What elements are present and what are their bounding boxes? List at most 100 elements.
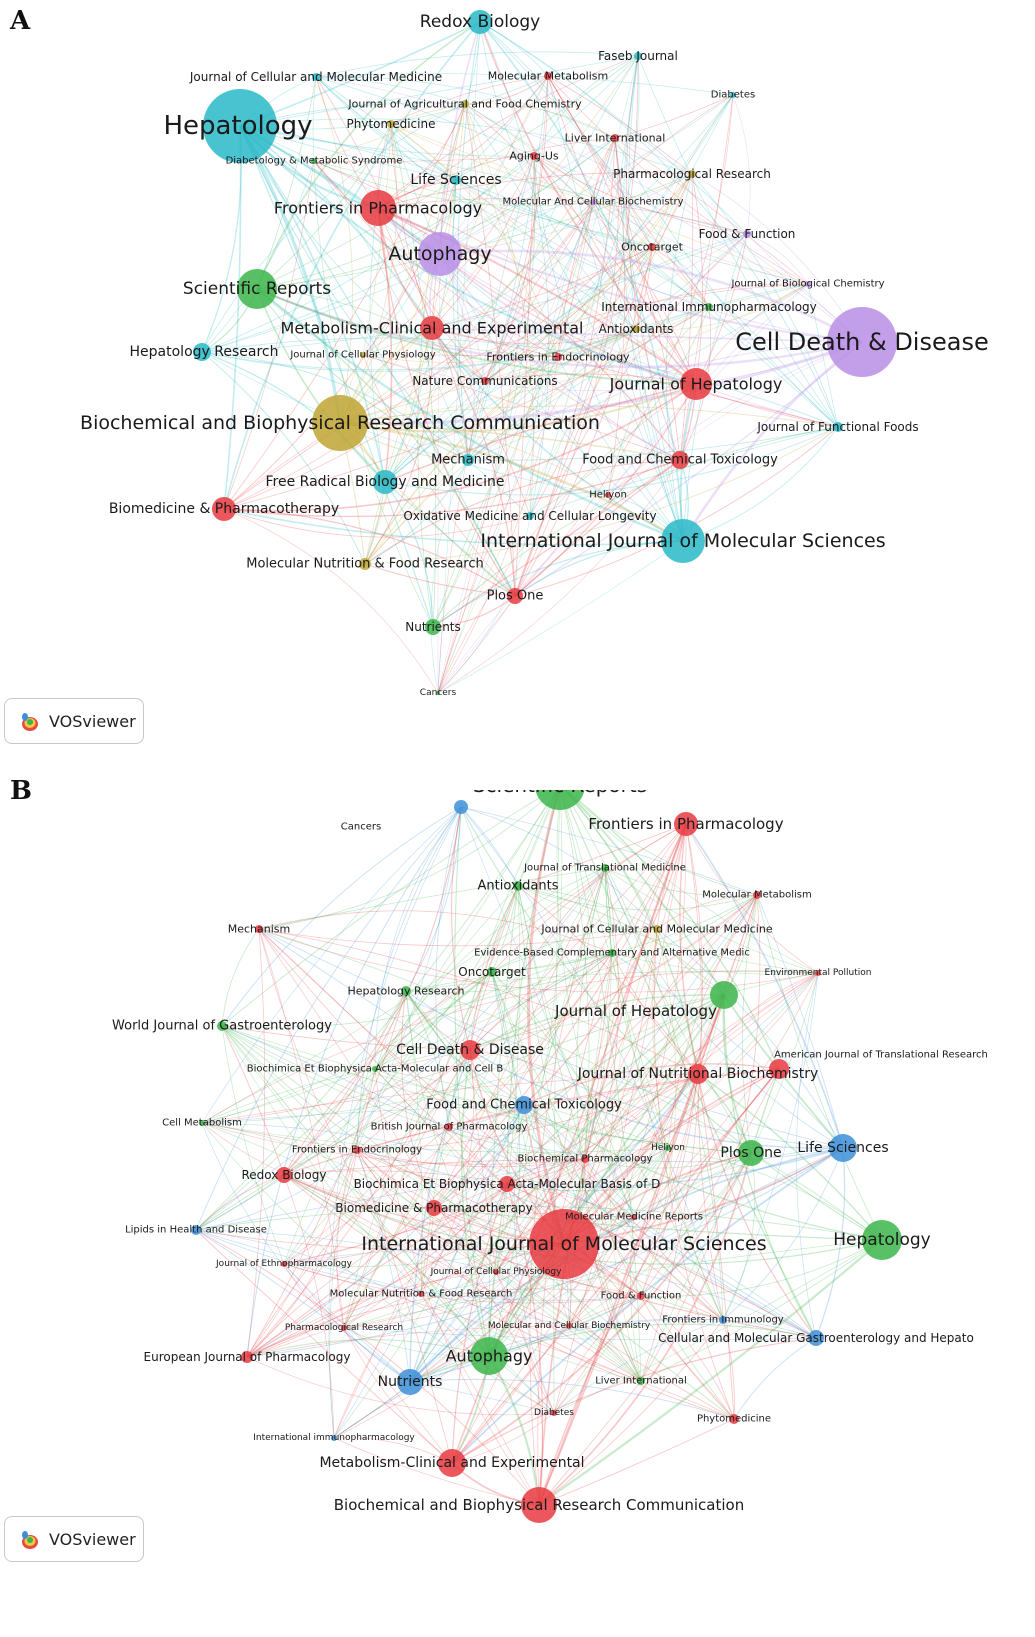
node-journal-of-hepatology[interactable] bbox=[680, 368, 712, 400]
node-life-sciences[interactable] bbox=[451, 175, 461, 185]
node-antioxidants[interactable] bbox=[632, 325, 640, 333]
node-cell-metabolism[interactable] bbox=[199, 1120, 205, 1126]
node-biochimica-et-biophysica-acta-molecular-and-cell-b[interactable] bbox=[372, 1066, 378, 1072]
node-diabetes[interactable] bbox=[551, 1410, 557, 1416]
node-pharmacological-research[interactable] bbox=[341, 1325, 347, 1331]
node-nutrients[interactable] bbox=[425, 619, 441, 635]
node-molecular-medicine-reports[interactable] bbox=[631, 1214, 637, 1220]
node-british-journal-of-pharmacology[interactable] bbox=[445, 1123, 453, 1131]
node-journal-of-nutritional-biochemistry[interactable] bbox=[688, 1064, 708, 1084]
link-line bbox=[246, 823, 687, 1358]
node-american-journal-of-translational-research[interactable] bbox=[769, 1059, 789, 1079]
node-autophagy[interactable] bbox=[470, 1337, 508, 1375]
node-frontiers-in-immunology[interactable] bbox=[719, 1316, 727, 1324]
node-biomedicine-pharmacotherapy[interactable] bbox=[212, 497, 236, 521]
node-molecular-and-cellular-biochemistry[interactable] bbox=[566, 1323, 572, 1329]
node-journal-of-biological-chemistry[interactable] bbox=[805, 281, 811, 287]
node-food-and-chemical-toxicology[interactable] bbox=[671, 451, 689, 469]
node-oxidative-medicine-and-cellular-longevity[interactable] bbox=[526, 512, 534, 520]
node-diabetes[interactable] bbox=[730, 92, 736, 98]
node-journal-of-agricultural-and-food-chemistry[interactable] bbox=[461, 100, 469, 108]
node-cell-death-disease[interactable] bbox=[460, 1040, 480, 1060]
node-biomedicine-pharmacotherapy[interactable] bbox=[426, 1200, 442, 1216]
node-pharmacological-research[interactable] bbox=[688, 170, 696, 178]
node-biochemical-pharmacology[interactable] bbox=[581, 1155, 589, 1163]
node-journal-of-cellular-physiology[interactable] bbox=[360, 352, 366, 358]
node-journal-of-ethnopharmacology[interactable] bbox=[281, 1261, 287, 1267]
node-food-and-chemical-toxicology[interactable] bbox=[515, 1096, 533, 1114]
node-molecular-metabolism[interactable] bbox=[544, 72, 552, 80]
node-journal-of-cellular-and-molecular-medicine[interactable] bbox=[653, 925, 661, 933]
node-plos-one[interactable] bbox=[738, 1140, 764, 1166]
node-cellular-and-molecular-gastroenterology-and-hepato[interactable] bbox=[808, 1330, 824, 1346]
node-diabetology-metabolic-syndrome[interactable] bbox=[311, 158, 317, 164]
node-journal-of-functional-foods[interactable] bbox=[833, 422, 843, 432]
node-environmental-pollution[interactable] bbox=[815, 970, 821, 976]
node-mechanism[interactable] bbox=[255, 925, 263, 933]
node-life-sciences[interactable] bbox=[829, 1134, 857, 1162]
node-journal-of-hepatology[interactable] bbox=[710, 981, 738, 1009]
node-hepatology[interactable] bbox=[203, 89, 277, 163]
node-oncotarget[interactable] bbox=[487, 967, 497, 977]
link-line bbox=[195, 1229, 497, 1273]
node-international-immunopharmacology[interactable] bbox=[331, 1435, 337, 1441]
node-molecular-nutrition-food-research[interactable] bbox=[418, 1291, 424, 1297]
node-plos-one[interactable] bbox=[507, 588, 523, 604]
node-biochimica-et-biophysica-acta-molecular-basis-of-d[interactable] bbox=[499, 1176, 515, 1192]
node-international-journal-of-molecular-sciences[interactable] bbox=[529, 1209, 599, 1279]
node-lipids-in-health-and-disease[interactable] bbox=[191, 1225, 201, 1235]
link-line bbox=[405, 990, 844, 1149]
node-redox-biology[interactable] bbox=[276, 1167, 292, 1183]
node-international-journal-of-molecular-sciences[interactable] bbox=[661, 519, 705, 563]
node-scientific-reports[interactable] bbox=[535, 790, 585, 810]
node-redox-biology[interactable] bbox=[468, 10, 492, 34]
node-journal-of-translational-medicine[interactable] bbox=[601, 864, 609, 872]
node-metabolism-clinical-and-experimental[interactable] bbox=[420, 316, 444, 340]
node-molecular-and-cellular-biochemistry[interactable] bbox=[590, 199, 596, 205]
node-heliyon[interactable] bbox=[605, 492, 611, 498]
node-hepatology[interactable] bbox=[862, 1220, 902, 1260]
node-hepatology-research[interactable] bbox=[193, 343, 211, 361]
link-line bbox=[609, 928, 658, 1382]
node-journal-of-cellular-and-molecular-medicine[interactable] bbox=[312, 73, 320, 81]
node-scientific-reports[interactable] bbox=[237, 269, 277, 309]
node-oncotarget[interactable] bbox=[648, 243, 656, 251]
node-free-radical-biology-and-medicine[interactable] bbox=[373, 470, 397, 494]
node-aging-us[interactable] bbox=[530, 152, 538, 160]
node-liver-international[interactable] bbox=[611, 134, 619, 142]
node-cancers[interactable] bbox=[454, 800, 468, 814]
node-antioxidants[interactable] bbox=[513, 881, 523, 891]
node-cancers[interactable] bbox=[436, 691, 440, 695]
node-autophagy[interactable] bbox=[418, 232, 462, 276]
node-heliyon[interactable] bbox=[665, 1145, 671, 1151]
node-faseb-journal[interactable] bbox=[634, 52, 642, 60]
node-frontiers-in-pharmacology[interactable] bbox=[360, 190, 396, 226]
node-biochemical-and-biophysical-research-communication[interactable] bbox=[312, 395, 368, 451]
node-nutrients[interactable] bbox=[397, 1369, 423, 1395]
vosviewer-badge-a[interactable]: VOSviewer bbox=[4, 698, 144, 744]
node-biochemical-and-biophysical-research-communication[interactable] bbox=[521, 1487, 557, 1523]
node-hepatology-research[interactable] bbox=[401, 986, 411, 996]
node-world-journal-of-gastroenterology[interactable] bbox=[217, 1021, 227, 1031]
node-food-function[interactable] bbox=[637, 1292, 645, 1300]
node-european-journal-of-pharmacology[interactable] bbox=[241, 1351, 253, 1363]
node-international-immunopharmacology[interactable] bbox=[705, 303, 713, 311]
node-molecular-nutrition-food-research[interactable] bbox=[359, 558, 371, 570]
node-liver-international[interactable] bbox=[637, 1377, 645, 1385]
link-line bbox=[563, 867, 619, 1245]
node-metabolism-clinical-and-experimental[interactable] bbox=[438, 1449, 466, 1477]
node-frontiers-in-pharmacology[interactable] bbox=[674, 812, 698, 836]
node-phytomedicine[interactable] bbox=[387, 120, 395, 128]
node-nature-communications[interactable] bbox=[481, 377, 489, 385]
node-evidence-based-complementary-and-alternative-medic[interactable] bbox=[608, 949, 616, 957]
node-molecular-metabolism[interactable] bbox=[753, 891, 761, 899]
vosviewer-badge-b[interactable]: VOSviewer bbox=[4, 1516, 144, 1562]
node-cell-death-disease[interactable] bbox=[827, 307, 897, 377]
node-journal-of-cellular-physiology[interactable] bbox=[493, 1269, 499, 1275]
node-phytomedicine[interactable] bbox=[729, 1414, 739, 1424]
node-frontiers-in-endocrinology[interactable] bbox=[353, 1146, 361, 1154]
node-mechanism[interactable] bbox=[462, 454, 474, 466]
node-frontiers-in-endocrinology[interactable] bbox=[554, 353, 562, 361]
node-label: Cancers bbox=[341, 822, 381, 833]
node-food-function[interactable] bbox=[743, 230, 751, 238]
